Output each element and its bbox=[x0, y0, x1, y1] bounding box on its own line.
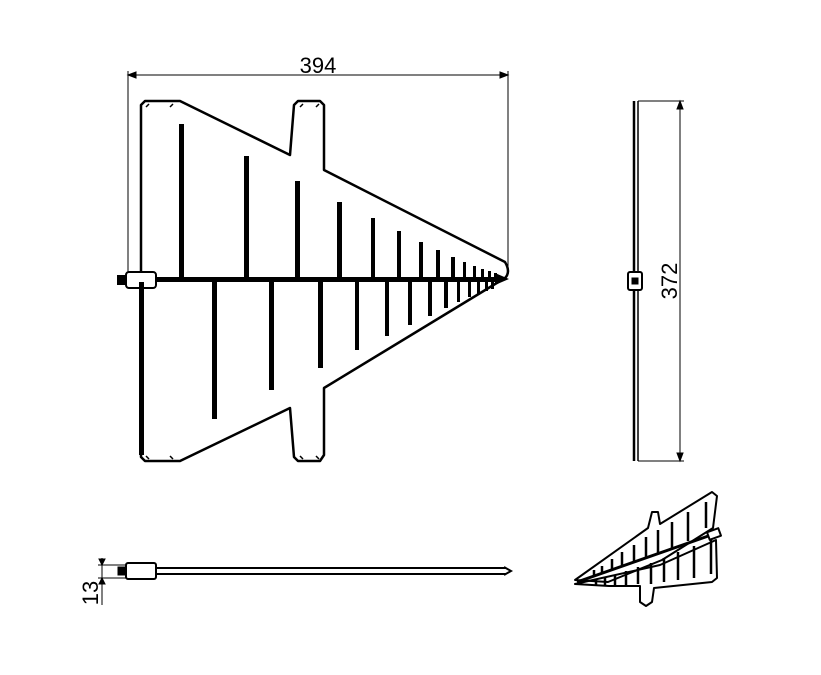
width-dimension bbox=[126, 71, 510, 272]
side-view bbox=[627, 101, 643, 461]
upper-elements bbox=[179, 124, 497, 279]
width-dimension-label: 394 bbox=[300, 53, 337, 78]
antenna-outline bbox=[139, 99, 510, 463]
mounting-holes bbox=[145, 103, 320, 460]
lower-elements bbox=[139, 282, 494, 455]
thickness-dimension bbox=[98, 558, 126, 605]
front-view bbox=[139, 99, 510, 463]
isometric-view bbox=[574, 491, 723, 607]
bottom-view bbox=[117, 562, 514, 580]
thickness-dimension-label: 13 bbox=[78, 581, 103, 605]
boom bbox=[150, 273, 509, 285]
height-dimension-label: 372 bbox=[657, 263, 682, 300]
connector bbox=[117, 271, 157, 289]
height-dimension bbox=[638, 99, 684, 463]
